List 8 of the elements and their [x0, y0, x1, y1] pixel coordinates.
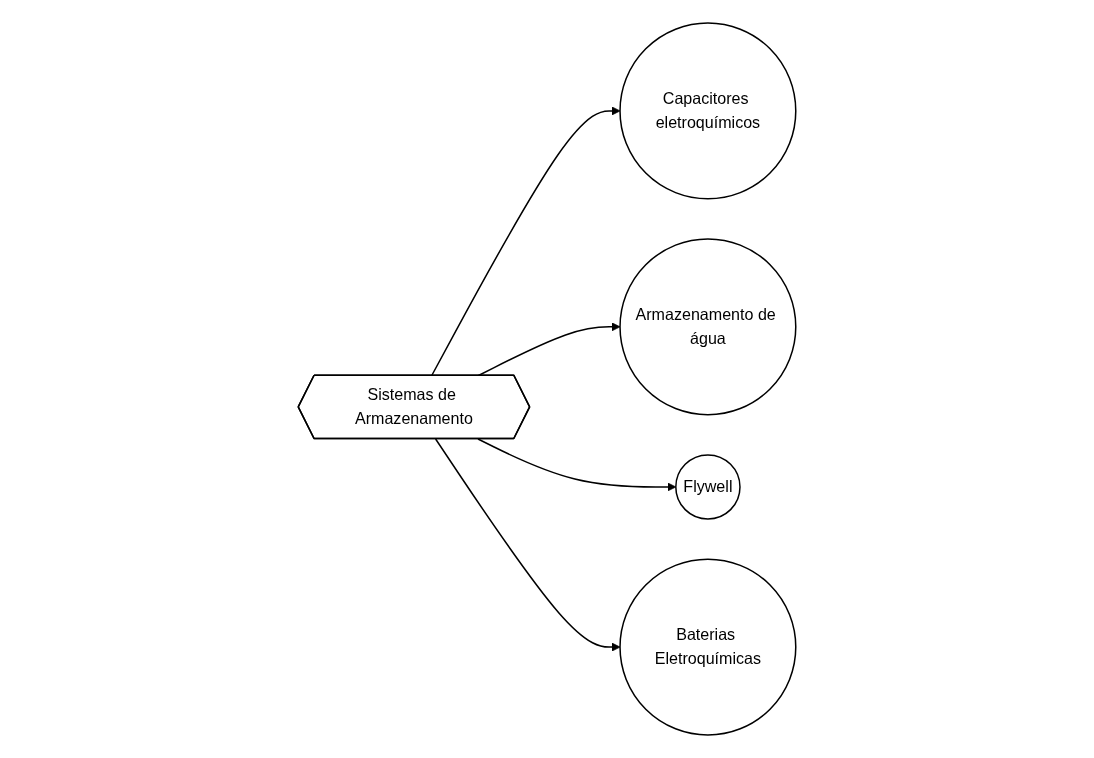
node-circle: Armazenamento de água — [619, 238, 797, 416]
arrow — [477, 438, 677, 492]
arrow — [430, 106, 621, 377]
node-circle: Flywell — [675, 454, 741, 520]
arrow — [434, 438, 621, 652]
arrow — [477, 322, 621, 377]
node-circle: Baterias Eletroquímicas — [619, 558, 797, 736]
node-circle: Capacitores eletroquímicos — [619, 22, 797, 200]
